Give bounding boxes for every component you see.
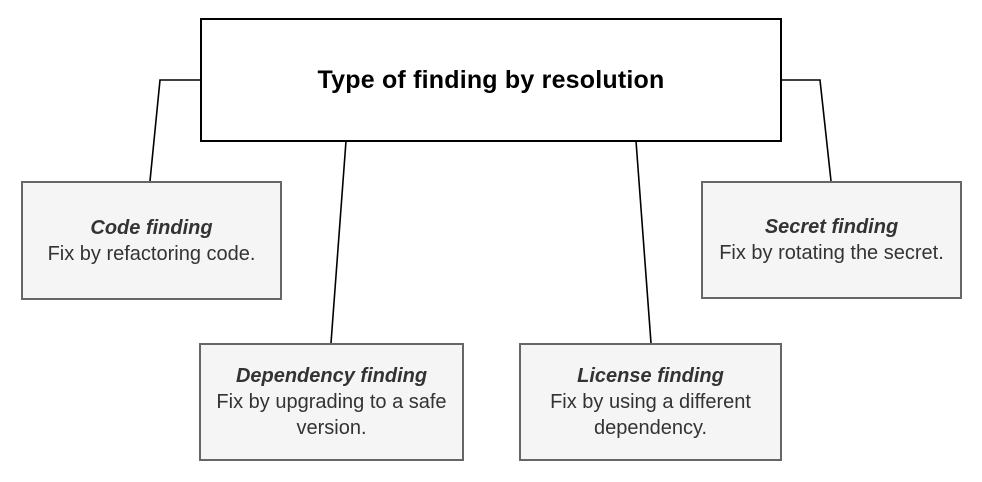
node-description: Fix by using a different dependency. xyxy=(550,391,751,439)
node-dependency-finding: Dependency finding Fix by upgrading to a… xyxy=(199,343,464,461)
node-secret-finding: Secret finding Fix by rotating the secre… xyxy=(701,181,962,299)
connector-root-to-dependency xyxy=(330,140,347,344)
node-description: Fix by refactoring code. xyxy=(47,242,256,265)
connector-root-to-license xyxy=(635,140,652,344)
node-description: Fix by rotating the secret. xyxy=(719,242,944,264)
root-node: Type of finding by resolution xyxy=(200,18,782,142)
node-title: Code finding xyxy=(90,216,213,239)
diagram-title: Type of finding by resolution xyxy=(317,65,665,94)
connector-root-to-secret xyxy=(781,79,832,182)
connector-root-to-code xyxy=(149,79,200,182)
node-code-finding: Code finding Fix by refactoring code. xyxy=(21,181,282,300)
node-description: Fix by upgrading to a safe version. xyxy=(216,391,447,439)
node-title: Secret finding xyxy=(764,216,899,238)
node-title: License finding xyxy=(577,365,724,387)
node-license-finding: License finding Fix by using a different… xyxy=(519,343,782,461)
node-title: Dependency finding xyxy=(235,365,428,387)
